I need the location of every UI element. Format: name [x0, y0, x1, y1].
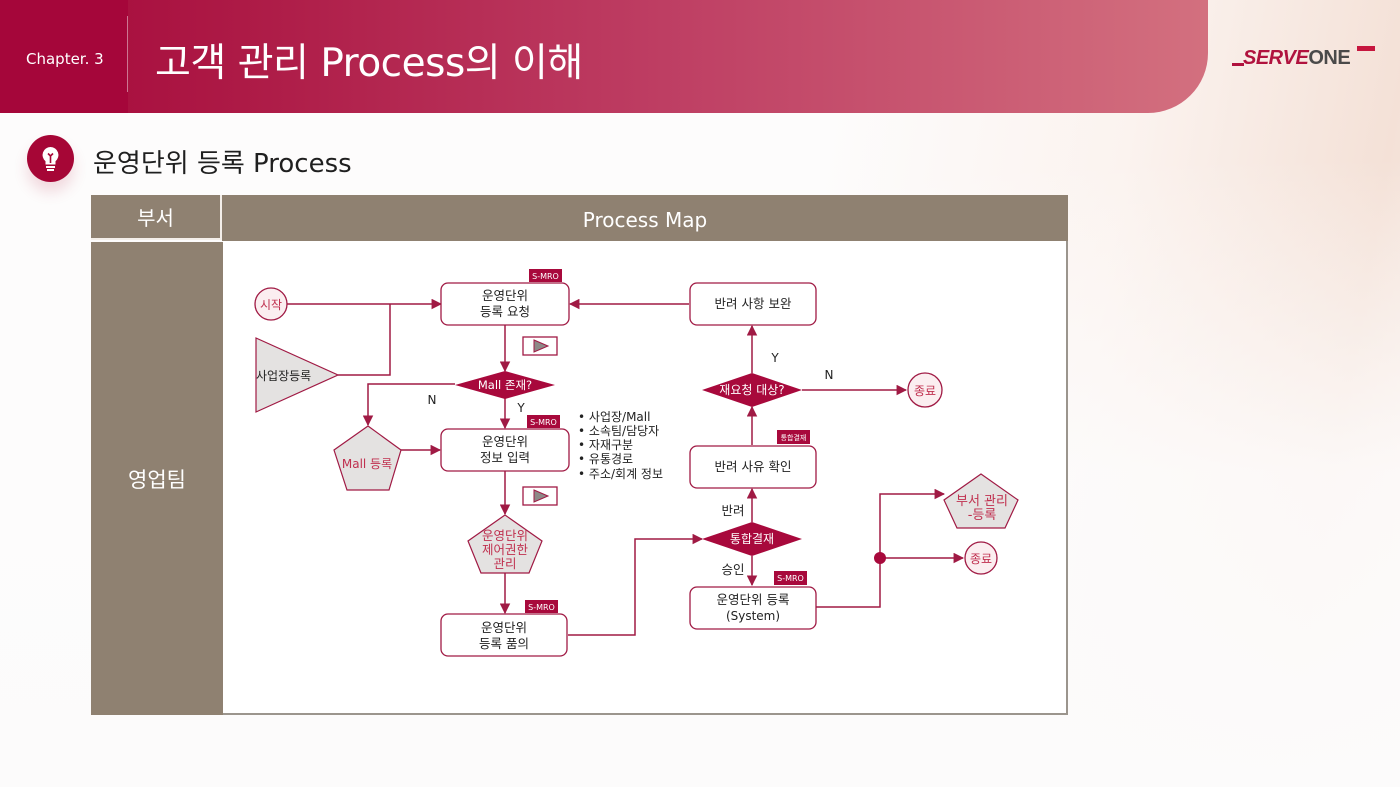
approve-label: 승인 [721, 562, 744, 577]
svg-text:등록 요청: 등록 요청 [480, 304, 530, 319]
system-register-node[interactable]: 운영단위 등록 (System) [689, 586, 817, 630]
page-title: 고객 관리 Process의 이해 [155, 41, 583, 86]
svg-text:운영단위 등록: 운영단위 등록 [717, 592, 790, 607]
re-request-no-label: N [825, 368, 834, 382]
edge-approval-to-integrated [568, 533, 704, 636]
edge-mall-no [362, 383, 455, 427]
svg-text:통합결재: 통합결재 [730, 532, 774, 546]
request-tag: S-MRO [529, 269, 562, 282]
svg-text:등록 품의: 등록 품의 [479, 636, 529, 651]
svg-text:운영단위: 운영단위 [482, 288, 528, 303]
dept-register-node[interactable]: 부서 관리 -등록 [943, 473, 1019, 529]
lightbulb-icon [27, 135, 74, 182]
svg-text:Mall 등록: Mall 등록 [342, 457, 392, 471]
svg-text:S-MRO: S-MRO [530, 418, 557, 427]
department-cell: 영업팀 [91, 242, 223, 715]
svg-text:부서 관리: 부서 관리 [956, 494, 1008, 509]
re-request-yes-label: Y [770, 351, 779, 365]
play-icon[interactable] [522, 336, 558, 356]
info-item: • 소속팀/담당자 [578, 424, 659, 438]
svg-text:반려 사항 보완: 반려 사항 보완 [715, 296, 792, 311]
approval-request-node[interactable]: 운영단위 등록 품의 [440, 613, 568, 657]
mall-register-node[interactable]: Mall 등록 [333, 425, 402, 491]
svg-text:사업장등록: 사업장등록 [256, 369, 311, 383]
svg-text:운영단위: 운영단위 [481, 620, 527, 635]
play-icon[interactable] [522, 486, 558, 506]
info-input-node[interactable]: 운영단위 정보 입력 [440, 428, 570, 472]
info-item: • 주소/회계 정보 [578, 467, 663, 481]
svg-text:S-MRO: S-MRO [528, 603, 555, 612]
info-items-list: • 사업장/Mall • 소속팀/담당자 • 자재구분 • 유통경로 • 주소/… [578, 410, 663, 481]
chapter-label: Chapter. 3 [26, 50, 104, 68]
end-node[interactable]: 종료 [907, 372, 943, 408]
junction-dot [874, 552, 886, 564]
section-title: 운영단위 등록 Process [93, 149, 352, 179]
svg-text:-등록: -등록 [968, 508, 997, 523]
chapter-block [0, 0, 128, 113]
process-map-column-header: Process Map [222, 195, 1068, 241]
approval-request-tag: S-MRO [525, 600, 558, 613]
control-node[interactable]: 운영단위 제어권한 관리 [467, 514, 543, 574]
svg-text:운영단위: 운영단위 [482, 434, 528, 449]
info-input-tag: S-MRO [527, 415, 560, 428]
mall-no-label: N [428, 393, 437, 407]
mall-yes-label: Y [516, 401, 525, 415]
info-item: • 자재구분 [578, 438, 633, 452]
edge-system-to-junction [816, 488, 946, 608]
end-node[interactable]: 종료 [964, 541, 998, 575]
start-node[interactable]: 시작 [254, 287, 288, 321]
svg-text:재요청 대상?: 재요청 대상? [719, 383, 784, 397]
svg-text:S-MRO: S-MRO [777, 574, 804, 583]
reject-reason-tag: 통합결재 [777, 430, 810, 444]
svg-text:Mall 존재?: Mall 존재? [478, 378, 532, 392]
request-node[interactable]: 운영단위 등록 요청 [440, 282, 570, 326]
department-name: 영업팀 [128, 468, 186, 492]
header-band [0, 0, 1208, 113]
svg-text:통합결재: 통합결재 [781, 433, 807, 442]
department-column-header: 부서 [91, 195, 222, 240]
svg-text:S-MRO: S-MRO [532, 272, 559, 281]
edge-site-to-request [338, 304, 391, 376]
re-request-decision[interactable]: 재요청 대상? [702, 373, 802, 407]
reject-label: 반려 [721, 503, 744, 518]
svg-text:종료: 종료 [914, 384, 936, 398]
mall-check-decision[interactable]: Mall 존재? [455, 371, 555, 399]
system-register-tag: S-MRO [774, 571, 807, 585]
supplement-node[interactable]: 반려 사항 보완 [689, 282, 817, 326]
logo-wordmark: SERVEONE [1243, 47, 1351, 69]
svg-text:(System): (System) [726, 609, 780, 623]
logo-accent-bar [1357, 46, 1375, 51]
business-site-node[interactable]: 사업장등록 [255, 337, 340, 413]
svg-text:종료: 종료 [970, 552, 992, 566]
svg-text:제어권한: 제어권한 [482, 542, 529, 557]
svg-text:시작: 시작 [260, 298, 282, 312]
svg-text:정보 입력: 정보 입력 [480, 450, 530, 465]
serveone-logo: SERVEONE [1232, 44, 1382, 74]
info-item: • 사업장/Mall [578, 410, 650, 424]
info-item: • 유통경로 [578, 452, 633, 466]
integrated-approval-decision[interactable]: 통합결재 [702, 522, 802, 556]
reject-reason-node[interactable]: 반려 사유 확인 [689, 445, 817, 489]
svg-text:반려 사유 확인: 반려 사유 확인 [715, 459, 792, 474]
svg-text:관리: 관리 [493, 556, 516, 571]
connectors [287, 298, 965, 636]
header-divider [127, 16, 128, 92]
logo-underscore [1232, 63, 1244, 66]
svg-text:운영단위: 운영단위 [482, 528, 528, 543]
